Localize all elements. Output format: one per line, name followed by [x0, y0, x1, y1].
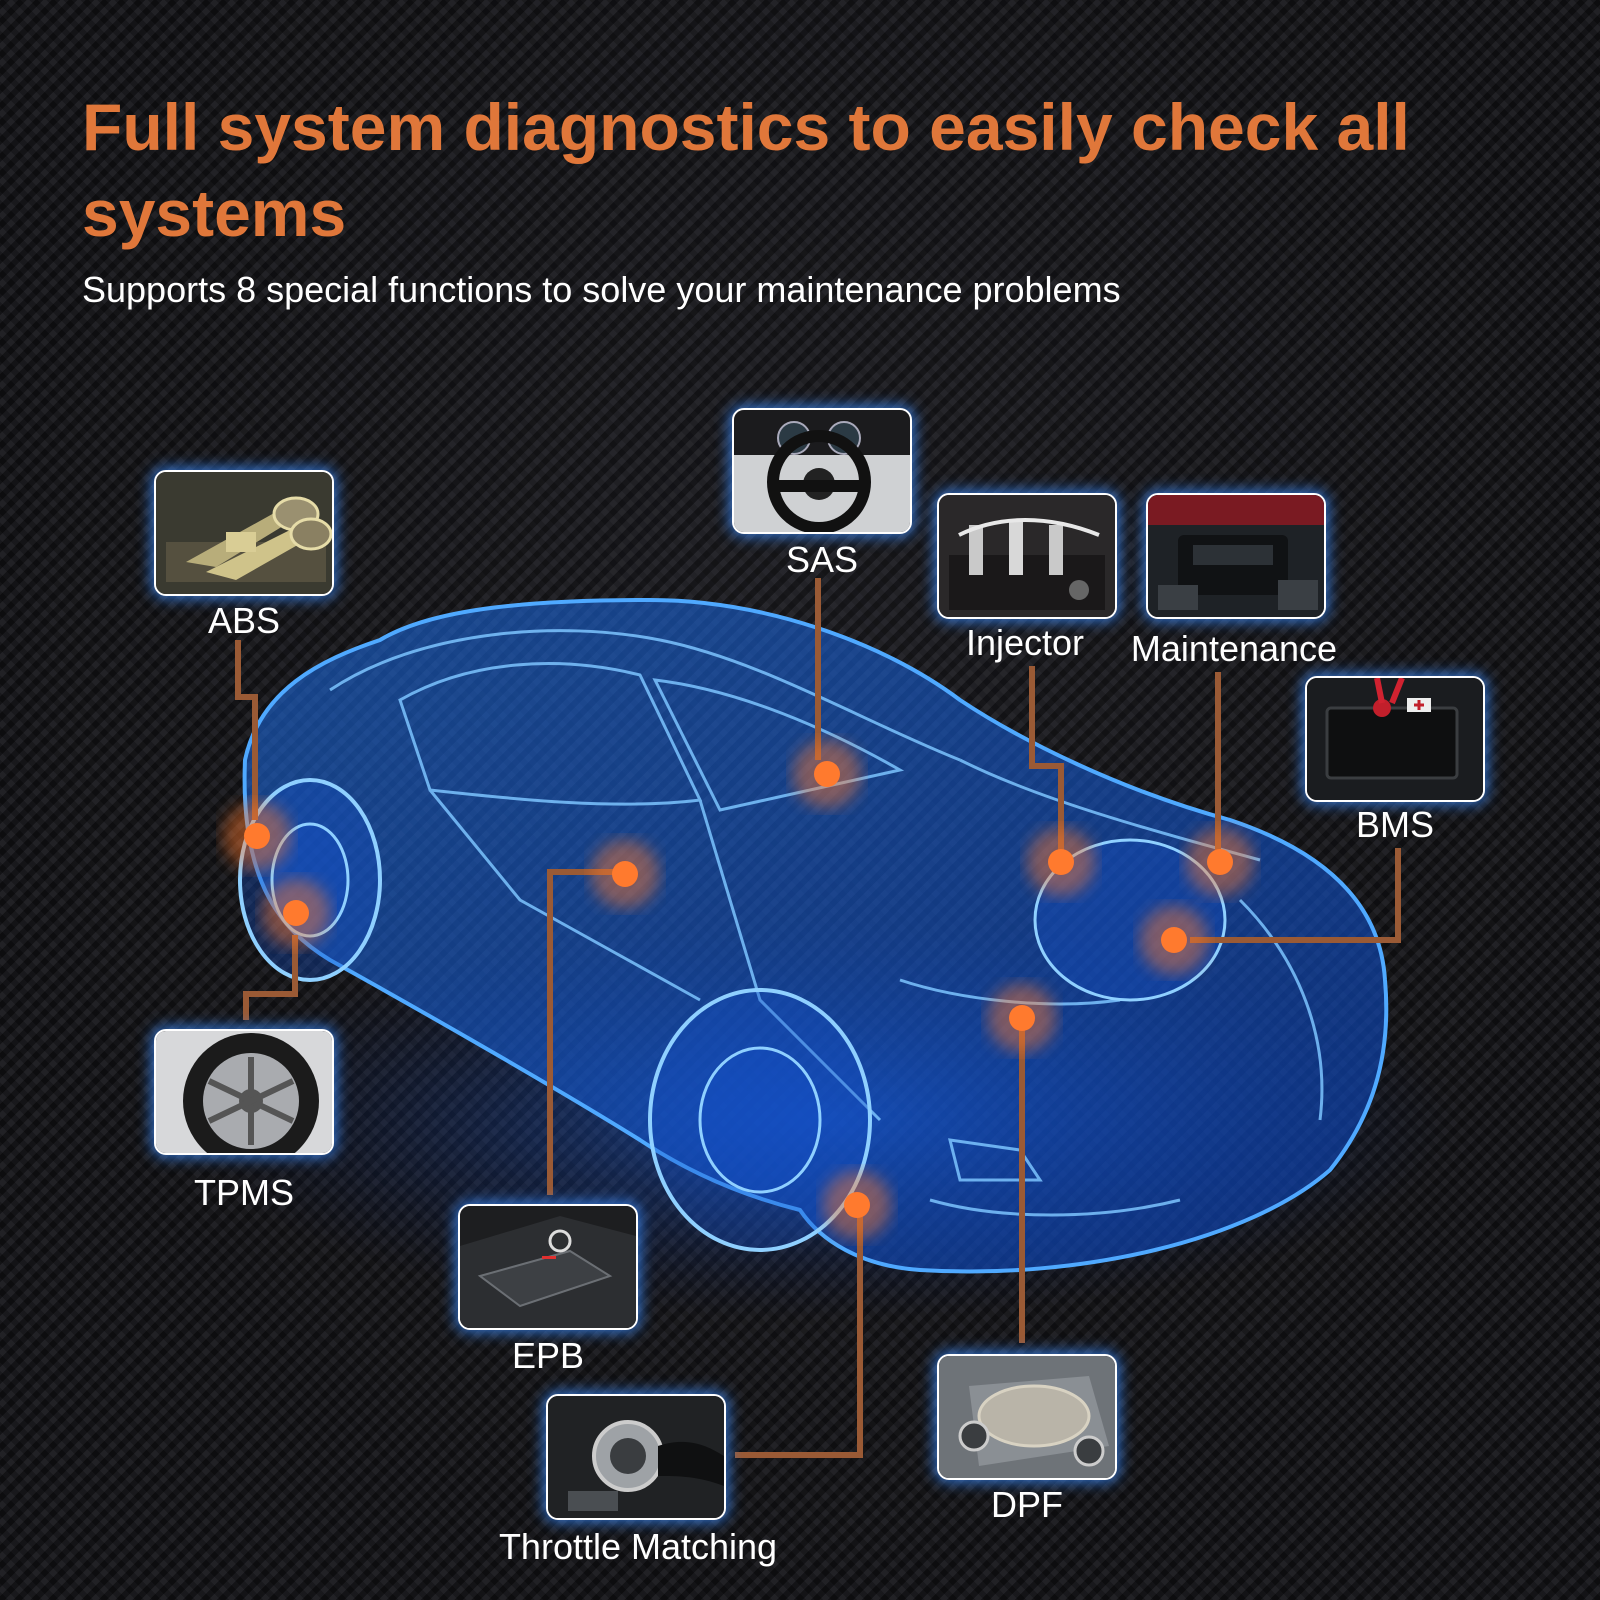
connector-bms [1190, 848, 1401, 943]
sas-thumbnail [732, 408, 912, 534]
car-body [242, 598, 1389, 1274]
injector-thumbnail [937, 493, 1117, 619]
bms-thumbnail [1305, 676, 1485, 802]
hotspot-sas [793, 740, 861, 808]
tpms-thumbnail [154, 1029, 334, 1155]
dpf-thumbnail [937, 1354, 1117, 1480]
page-subtitle: Supports 8 special functions to solve yo… [82, 269, 1121, 310]
sas-label: SAS [785, 539, 859, 580]
car-battery-icon [1307, 678, 1483, 800]
hotspot-dpf [988, 984, 1056, 1052]
exhaust-pipes-icon [156, 472, 332, 594]
connector-throttle [735, 1215, 863, 1458]
fuel-injector-icon [939, 495, 1115, 617]
connector-epb [547, 869, 625, 1195]
epb-label: EPB [511, 1335, 585, 1376]
hotspot-throttle [823, 1171, 891, 1239]
steering-wheel-icon [734, 410, 910, 532]
hotspots [223, 740, 1254, 1239]
bms-label: BMS [1355, 804, 1434, 845]
tire-wheel-icon [156, 1031, 332, 1153]
hotspot-abs [223, 802, 291, 870]
engine-bay-icon [1148, 495, 1324, 617]
hotspot-epb [591, 840, 659, 908]
connector-injector [1029, 666, 1064, 860]
tpms-label: TPMS [193, 1172, 294, 1213]
maintenance-label: Maintenance [1130, 628, 1338, 669]
connector-abs [235, 640, 258, 820]
hotspot-injector [1027, 828, 1095, 896]
particulate-filter-icon [939, 1356, 1115, 1478]
throttle-thumbnail [546, 1394, 726, 1520]
maintenance-thumbnail [1146, 493, 1326, 619]
page-title: Full system diagnostics to easily check … [82, 90, 1410, 250]
epb-thumbnail [458, 1204, 638, 1330]
abs-label: ABS [207, 600, 281, 641]
dpf-label: DPF [991, 1484, 1063, 1525]
connector-tpms [243, 935, 298, 1020]
abs-thumbnail [154, 470, 334, 596]
throttle-label: Throttle Matching [498, 1526, 778, 1567]
parking-brake-button-icon [460, 1206, 636, 1328]
hotspot-maintenance [1186, 828, 1254, 896]
hotspot-tpms [262, 879, 330, 947]
throttle-body-icon [548, 1396, 724, 1518]
injector-label: Injector [965, 622, 1085, 663]
hotspot-bms [1140, 906, 1208, 974]
